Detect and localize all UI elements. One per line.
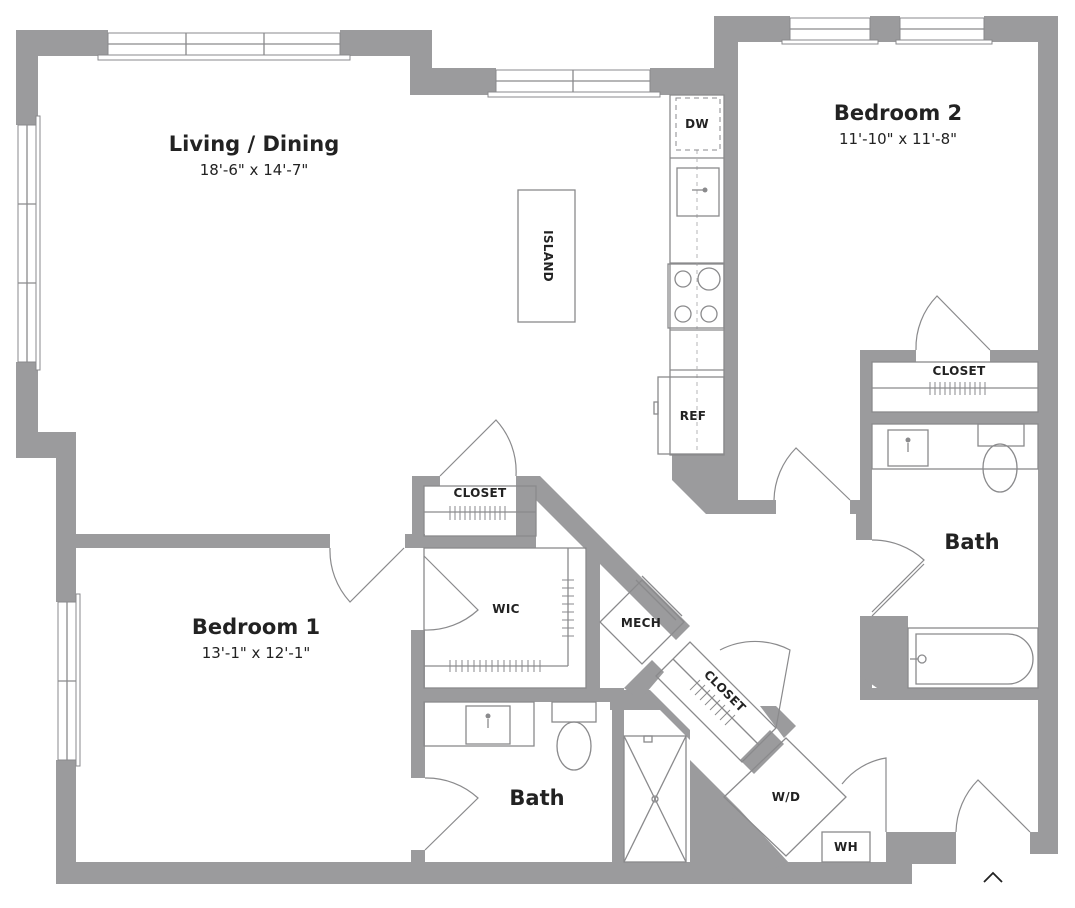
chevron-up-icon bbox=[983, 871, 1003, 883]
hall-closet-label: CLOSET bbox=[453, 486, 507, 500]
bedroom2-closet-label: CLOSET bbox=[932, 364, 986, 378]
walk-in-closet bbox=[423, 547, 587, 689]
laundry bbox=[723, 737, 887, 863]
washer-dryer-label: W/D bbox=[772, 790, 800, 804]
bedroom2-door bbox=[773, 447, 851, 501]
island-label: ISLAND bbox=[541, 230, 555, 282]
dishwasher-label: DW bbox=[685, 117, 709, 131]
diagonal-closet bbox=[655, 640, 791, 763]
bedroom2-closet bbox=[871, 295, 1039, 413]
walk-in-closet-label: WIC bbox=[492, 602, 519, 616]
bedroom2-title: Bedroom 2 bbox=[834, 101, 962, 125]
bath2-title: Bath bbox=[944, 530, 999, 554]
bath1-title: Bath bbox=[509, 786, 564, 810]
kitchen bbox=[517, 94, 725, 456]
bedroom1-title: Bedroom 1 bbox=[192, 615, 320, 639]
living-dining-dims: 18'-6" x 14'-7" bbox=[200, 161, 309, 179]
entry-door bbox=[955, 779, 1031, 833]
bath1-fixtures bbox=[423, 701, 687, 863]
mechanical-label: MECH bbox=[621, 616, 661, 630]
hall-closet bbox=[423, 419, 537, 537]
bedroom1-door bbox=[329, 547, 405, 603]
refrigerator-label: REF bbox=[680, 409, 707, 423]
bath2-fixtures bbox=[871, 423, 1039, 689]
living-dining-title: Living / Dining bbox=[169, 132, 340, 156]
mechanical bbox=[599, 575, 685, 665]
bedroom2-dims: 11'-10" x 11'-8" bbox=[839, 130, 957, 148]
hall-door bbox=[871, 563, 925, 617]
windows bbox=[17, 17, 993, 767]
room-labels: Living / Dining 18'-6" x 14'-7" Bedroom … bbox=[169, 101, 1000, 854]
water-heater-label: WH bbox=[834, 840, 858, 854]
bedroom1-dims: 13'-1" x 12'-1" bbox=[202, 644, 311, 662]
walls bbox=[16, 16, 1058, 884]
